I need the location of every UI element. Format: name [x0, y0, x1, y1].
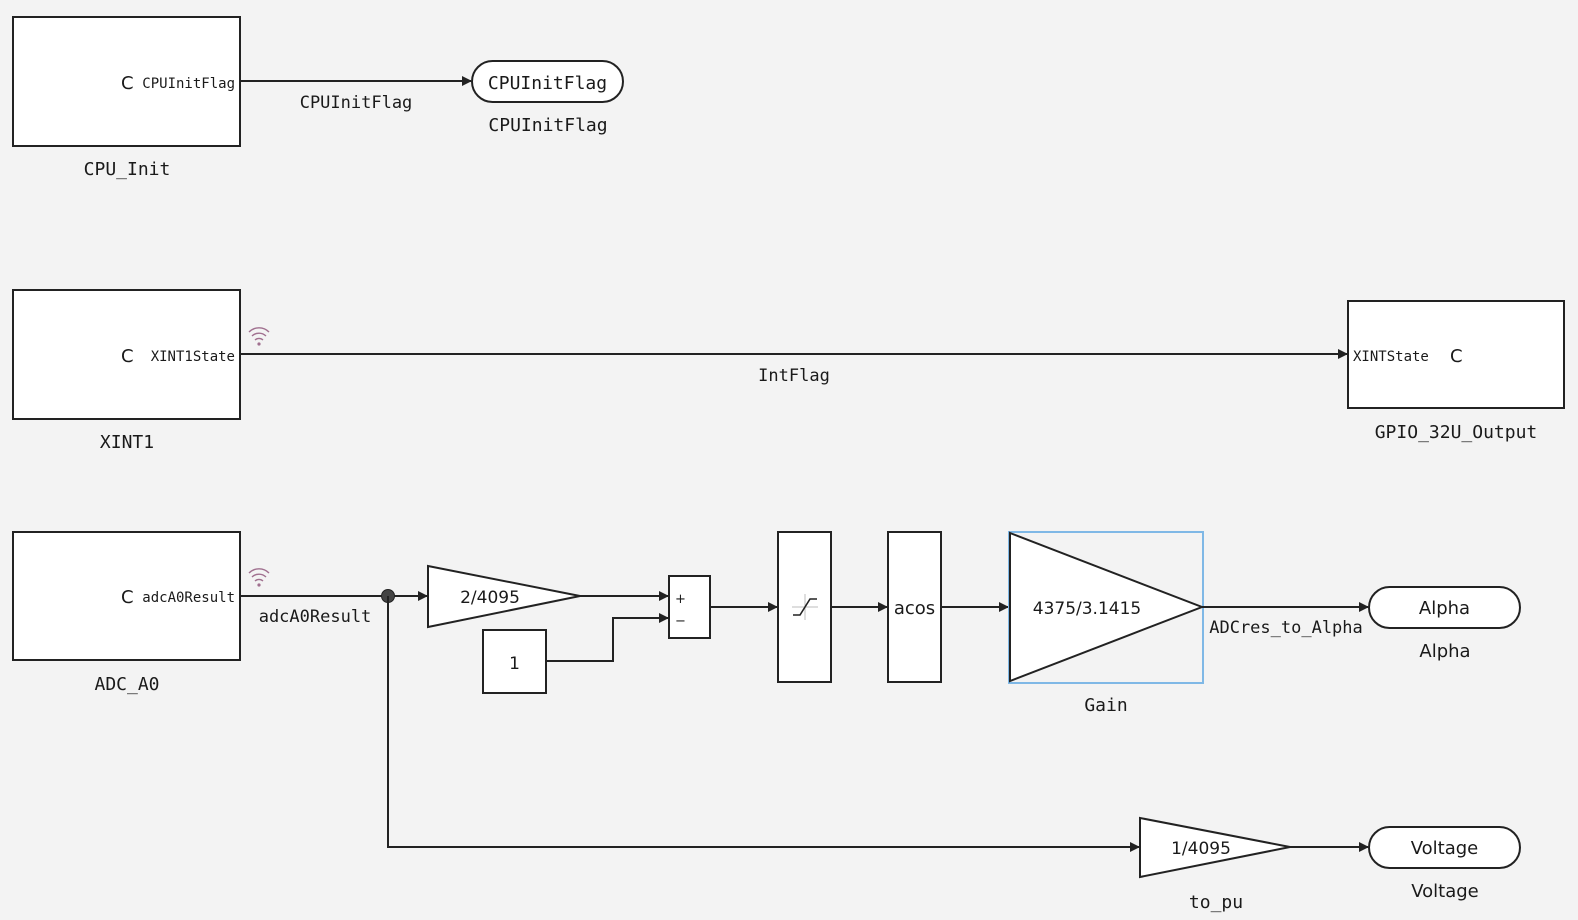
adc-output-port: adcA0Result	[142, 590, 235, 606]
cpu-init-c-letter: C	[121, 73, 134, 94]
goto-alpha-name: Alpha	[1419, 641, 1470, 662]
goto-alpha-block[interactable]: Alpha	[1368, 586, 1521, 629]
gpio-block-name: GPIO_32U_Output	[1375, 422, 1538, 443]
gain-block-name: Gain	[1084, 695, 1127, 716]
adc-result-signal-label: adcA0Result	[259, 607, 372, 627]
to-pu-gain-block[interactable]: 1/4095	[1139, 816, 1291, 879]
xint1-output-port: XINT1State	[151, 349, 235, 365]
cpu-init-output-port: CPUInitFlag	[142, 76, 235, 92]
sum-minus-sign: −	[675, 614, 686, 629]
xint1-block[interactable]: C XINT1State	[12, 289, 241, 420]
constant-one-block[interactable]: 1	[482, 629, 547, 694]
adc-block-name: ADC_A0	[94, 674, 159, 695]
constant-one-value: 1	[509, 654, 520, 674]
cpu-init-flag-signal-label: CPUInitFlag	[300, 93, 413, 113]
gpio-32u-output-block[interactable]: XINTState C	[1347, 300, 1565, 409]
gain-block[interactable]: 4375/3.1415	[1008, 531, 1205, 684]
xint1-block-name: XINT1	[100, 432, 154, 453]
sum-block[interactable]: + −	[668, 575, 711, 639]
to-pu-gain-value: 1/4095	[1171, 839, 1231, 859]
gain-2-4095-block[interactable]: 2/4095	[427, 564, 581, 629]
sum-plus-sign: +	[675, 592, 686, 607]
saturation-block[interactable]	[777, 531, 832, 683]
adc-to-alpha-signal-label: ADCres_to_Alpha	[1209, 618, 1363, 638]
goto-voltage-block[interactable]: Voltage	[1368, 826, 1521, 869]
acos-block[interactable]: acos	[887, 531, 942, 683]
gpio-c-letter: C	[1450, 346, 1463, 367]
gain-value: 4375/3.1415	[1033, 599, 1141, 619]
int-flag-signal-label: IntFlag	[758, 366, 830, 386]
constant-to-sum-line[interactable]	[547, 613, 669, 662]
adc-to-pu-branch-line[interactable]	[387, 596, 1140, 852]
acos-label: acos	[894, 598, 935, 619]
goto-cpuinitflag-block[interactable]: CPUInitFlag	[471, 60, 624, 103]
adc-a0-block[interactable]: C adcA0Result	[12, 531, 241, 661]
saturation-icon	[793, 598, 817, 616]
adc-c-letter: C	[121, 587, 134, 608]
cpu-init-block-name: CPU_Init	[84, 159, 171, 180]
wireless-signal-icon	[248, 327, 270, 346]
goto-cpuinitflag-tag: CPUInitFlag	[488, 73, 607, 94]
xint1-c-letter: C	[121, 346, 134, 367]
to-pu-block-name: to_pu	[1189, 892, 1243, 913]
cpu-init-block[interactable]: C CPUInitFlag	[12, 16, 241, 147]
goto-cpuinitflag-name: CPUInitFlag	[488, 115, 607, 136]
wireless-signal-icon	[248, 568, 270, 587]
goto-alpha-tag: Alpha	[1419, 598, 1470, 619]
gpio-input-port: XINTState	[1353, 349, 1429, 365]
goto-voltage-name: Voltage	[1411, 881, 1479, 902]
goto-voltage-tag: Voltage	[1411, 838, 1479, 859]
gain-2-4095-value: 2/4095	[460, 588, 520, 608]
